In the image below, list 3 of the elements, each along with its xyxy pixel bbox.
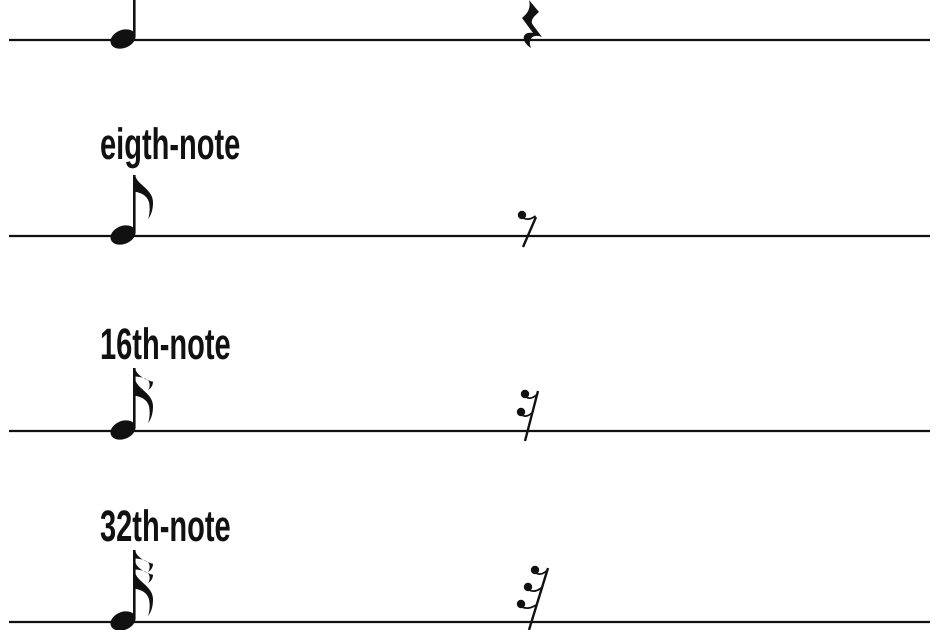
- note-label: 16th-note: [100, 323, 231, 367]
- note-label: eigth-note: [100, 123, 240, 167]
- note-label: 32th-note: [100, 505, 231, 549]
